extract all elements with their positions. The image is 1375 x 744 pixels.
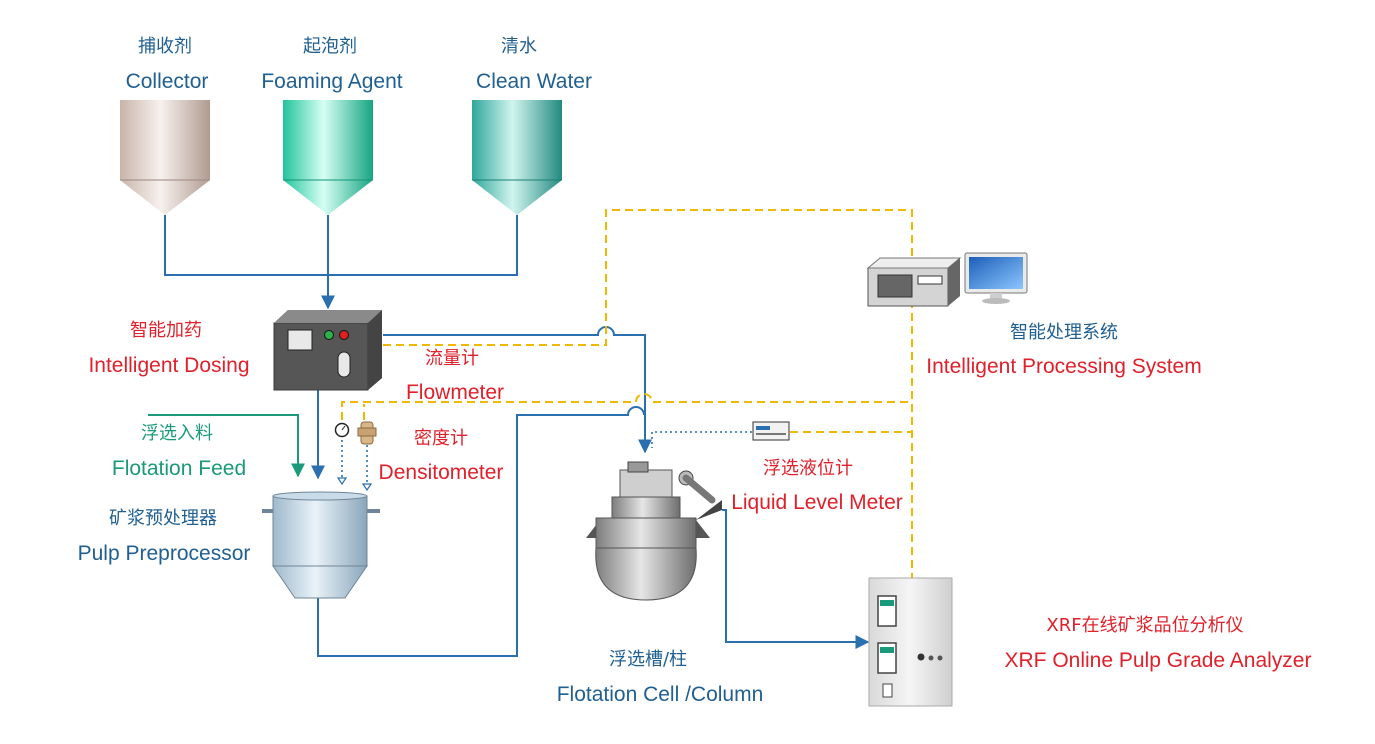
- collector-label-zh: 捕收剂: [138, 36, 192, 57]
- clean-water-label-en: Clean Water: [476, 70, 592, 93]
- level-meter-device: [752, 421, 790, 441]
- red-indicator-icon: [339, 330, 349, 340]
- dosing-label-zh: 智能加药: [130, 320, 202, 341]
- flotation-cell: [586, 461, 722, 601]
- monitor: [964, 252, 1028, 304]
- foaming-agent-tank: [283, 100, 373, 215]
- xrf-label-en: XRF Online Pulp Grade Analyzer: [1005, 649, 1312, 672]
- foaming-agent-label-en: Foaming Agent: [261, 70, 402, 93]
- densitometer-icon: [357, 421, 377, 445]
- clean-water-tank: [472, 100, 562, 215]
- reagent-pipes: [164, 215, 870, 657]
- level-meter-label-zh: 浮选液位计: [763, 458, 853, 479]
- industrial-computer: [866, 257, 962, 307]
- flotation-feed-pipe: [148, 414, 305, 478]
- pulp-preprocessor: [262, 491, 380, 599]
- collector-tank: [120, 100, 210, 215]
- densitometer-label-en: Densitometer: [379, 461, 504, 484]
- cell-label-en: Flotation Cell /Column: [557, 683, 764, 706]
- flowmeter-label-zh: 流量计: [425, 348, 479, 369]
- flowmeter-gauge-icon: [334, 422, 350, 438]
- collector-label-en: Collector: [126, 70, 209, 93]
- preprocessor-label-en: Pulp Preprocessor: [78, 542, 251, 565]
- signal-lines: [341, 209, 913, 580]
- preprocessor-label-zh: 矿浆预处理器: [109, 508, 217, 529]
- green-indicator-icon: [324, 330, 334, 340]
- level-meter-label-en: Liquid Level Meter: [731, 491, 903, 514]
- sensor-lines: [341, 431, 752, 484]
- xrf-label-zh: XRF在线矿浆品位分析仪: [1046, 615, 1243, 636]
- cell-label-zh: 浮选槽/柱: [609, 649, 687, 670]
- clean-water-label-zh: 清水: [501, 36, 537, 57]
- densitometer-label-zh: 密度计: [414, 428, 468, 449]
- processing-label-zh: 智能处理系统: [1010, 322, 1118, 343]
- flowmeter-label-en: Flowmeter: [406, 381, 504, 404]
- dosing-label-en: Intelligent Dosing: [88, 354, 249, 377]
- feed-label-zh: 浮选入料: [141, 423, 213, 444]
- xrf-analyzer: [868, 577, 953, 707]
- foaming-agent-label-zh: 起泡剂: [303, 36, 357, 57]
- processing-label-en: Intelligent Processing System: [926, 355, 1201, 378]
- feed-label-en: Flotation Feed: [112, 457, 246, 480]
- dosing-cabinet: [273, 310, 382, 391]
